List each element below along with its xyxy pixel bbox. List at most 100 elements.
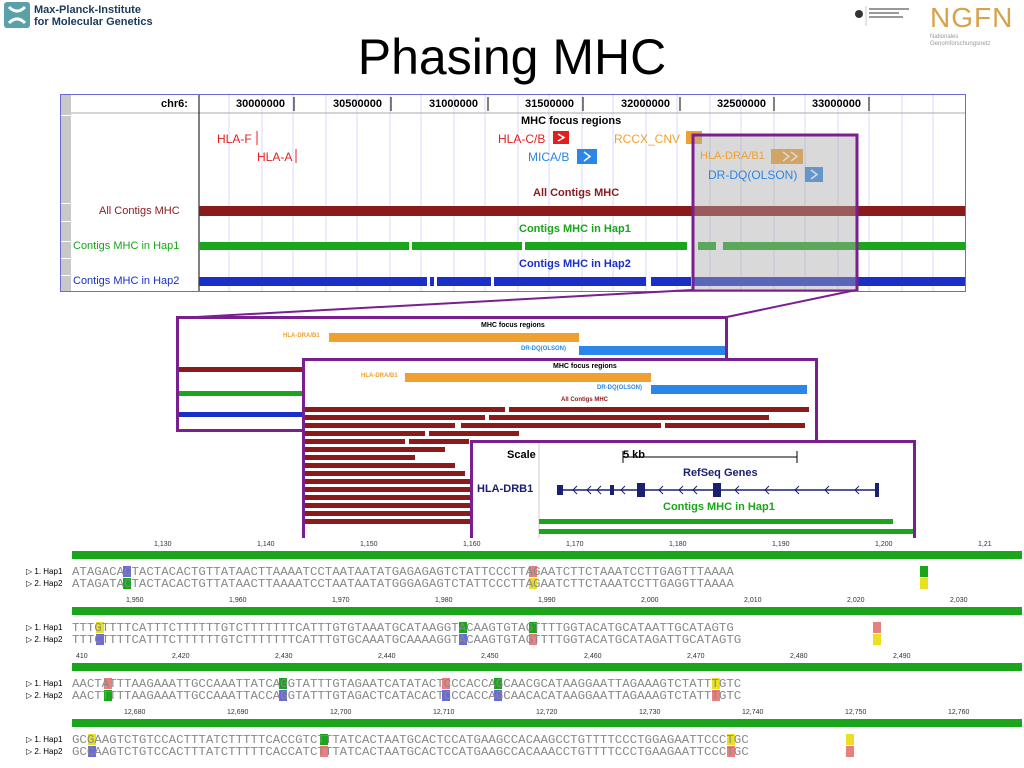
position-tick: 2,420 [172, 653, 190, 660]
snp-highlight [279, 690, 287, 701]
position-tick: 1,200 [875, 541, 893, 548]
side-label-all-contigs[interactable]: All Contigs MHC [99, 205, 180, 217]
hap2-label[interactable]: ▷ 2. Hap2 [26, 691, 63, 700]
feature-mica-b[interactable]: MICA/B [528, 150, 570, 164]
side-label-hap1[interactable]: Contigs MHC in Hap1 [73, 240, 180, 252]
snp-highlight [529, 566, 537, 577]
position-tick: 12,740 [742, 709, 764, 716]
side-label-hap2[interactable]: Contigs MHC in Hap2 [73, 275, 180, 287]
tick-label: 32000000 [621, 98, 670, 110]
institute-logo: Max-Planck-Institute for Molecular Genet… [4, 2, 174, 28]
position-tick: 1,180 [669, 541, 687, 548]
position-tick: 12,730 [639, 709, 661, 716]
snp-highlight [873, 634, 881, 645]
position-tick: 2,020 [847, 597, 865, 604]
position-tick: 12,690 [227, 709, 249, 716]
hap2-label[interactable]: ▷ 2. Hap2 [26, 635, 63, 644]
alignment-block: 1,950 1,960 1,970 1,980 1,990 2,000 2,01… [14, 594, 1024, 650]
snp-highlight [712, 678, 720, 689]
position-tick: 2,450 [481, 653, 499, 660]
z1-feature-hla-dra-b1: HLA-DRA/B1 [283, 333, 320, 339]
hap1-label[interactable]: ▷ 1. Hap1 [26, 623, 63, 632]
coverage-bar [72, 607, 1022, 615]
hap1-label[interactable]: ▷ 1. Hap1 [26, 567, 63, 576]
position-tick: 1,160 [463, 541, 481, 548]
snp-highlight [279, 678, 287, 689]
coverage-bar [72, 663, 1022, 671]
hap1-sequence: ATAGACACTACTACACTGTTATAACTTAAAATCCTAATAA… [72, 565, 734, 579]
coverage-bar [72, 719, 1022, 727]
hap2-sequence: GCCAAGTCTGTCCACTTTATCTTTTTCACCATCTTTATCA… [72, 745, 749, 759]
snp-highlight [442, 678, 450, 689]
zoom-panel-3: Scale 5 kb RefSeq Genes HLA-DRB1 Contigs… [470, 440, 916, 546]
chrom-label: chr6: [161, 98, 188, 110]
snp-highlight [104, 690, 112, 701]
z2-feature-hla-dra-b1: HLA-DRA/B1 [361, 373, 398, 379]
hap1-sequence: GCGAAGTCTGTCCACTTTATCTTTTTCACCGTCTTTATCA… [72, 733, 749, 747]
snp-highlight [846, 734, 854, 745]
position-tick: 1,190 [772, 541, 790, 548]
position-tick: 1,130 [154, 541, 172, 548]
snp-highlight [459, 622, 467, 633]
position-tick: 12,710 [433, 709, 455, 716]
snp-highlight [320, 734, 328, 745]
zoom-panel-3-tracks [538, 443, 913, 543]
feature-dr-dq-olson[interactable]: DR-DQ(OLSON) [708, 168, 798, 182]
position-tick: 2,430 [275, 653, 293, 660]
z1-focus-title: MHC focus regions [481, 322, 545, 329]
feature-hla-a[interactable]: HLA-A [257, 150, 293, 164]
position-tick: 2,440 [378, 653, 396, 660]
snp-highlight [873, 622, 881, 633]
position-tick: 2,480 [790, 653, 808, 660]
position-tick: 12,700 [330, 709, 352, 716]
position-tick: 1,150 [360, 541, 378, 548]
hap1-sequence: TTTGTTTTCATTTCTTTTTTGTCTTTTTTTCATTTGTGTA… [72, 621, 734, 635]
snp-highlight [529, 578, 537, 589]
snp-highlight [104, 678, 112, 689]
feature-hla-f[interactable]: HLA-F [217, 132, 252, 146]
scale-label: Scale [507, 449, 536, 461]
position-tick: 1,950 [126, 597, 144, 604]
zoom-panel-2-tracks [305, 373, 809, 524]
snp-highlight [442, 690, 450, 701]
hap2-label[interactable]: ▷ 2. Hap2 [26, 579, 63, 588]
position-tick: 2,470 [687, 653, 705, 660]
snp-highlight [88, 746, 96, 757]
snp-highlight [320, 746, 328, 757]
snp-highlight [88, 734, 96, 745]
z2-feature-dr-dq: DR-DQ(OLSON) [597, 385, 642, 391]
snp-highlight [459, 634, 467, 645]
slide-title: Phasing MHC [357, 29, 667, 85]
hap1-label[interactable]: ▷ 1. Hap1 [26, 735, 63, 744]
all-contigs-track-title: All Contigs MHC [533, 187, 620, 199]
hap2-label[interactable]: ▷ 2. Hap2 [26, 747, 63, 756]
snp-highlight [727, 746, 735, 757]
snp-highlight [712, 690, 720, 701]
snp-highlight [96, 622, 104, 633]
browser-tracks [71, 95, 965, 291]
snp-highlight [123, 578, 131, 589]
position-tick: 410 [76, 653, 88, 660]
position-tick: 1,970 [332, 597, 350, 604]
tick-label: 30500000 [333, 98, 382, 110]
refseq-track-title: RefSeq Genes [683, 467, 758, 479]
hap1-track-title: Contigs MHC in Hap1 [519, 223, 631, 235]
position-tick: 2,030 [950, 597, 968, 604]
hap2-sequence: AACTTTTTAAGAAATTGCCAAATTACCAGGTATTTGTAGA… [72, 689, 742, 703]
snp-highlight [96, 634, 104, 645]
gene-label-hla-drb1[interactable]: HLA-DRB1 [477, 483, 534, 495]
hap1-label[interactable]: ▷ 1. Hap1 [26, 679, 63, 688]
position-tick: 2,000 [641, 597, 659, 604]
snp-highlight [123, 566, 131, 577]
track-handle-bar[interactable] [61, 95, 71, 291]
institute-name-line2: for Molecular Genetics [34, 16, 153, 28]
position-tick: 1,990 [538, 597, 556, 604]
feature-rccx-cnv[interactable]: RCCX_CNV [614, 132, 681, 146]
feature-hla-cb[interactable]: HLA-C/B [498, 132, 546, 146]
feature-hla-dra-b1[interactable]: HLA-DRA/B1 [700, 150, 765, 162]
position-tick: 1,140 [257, 541, 275, 548]
genome-browser-panel[interactable]: chr6: 30000000 30500000 31000000 3150000… [60, 94, 966, 292]
ministry-logo [852, 2, 920, 42]
